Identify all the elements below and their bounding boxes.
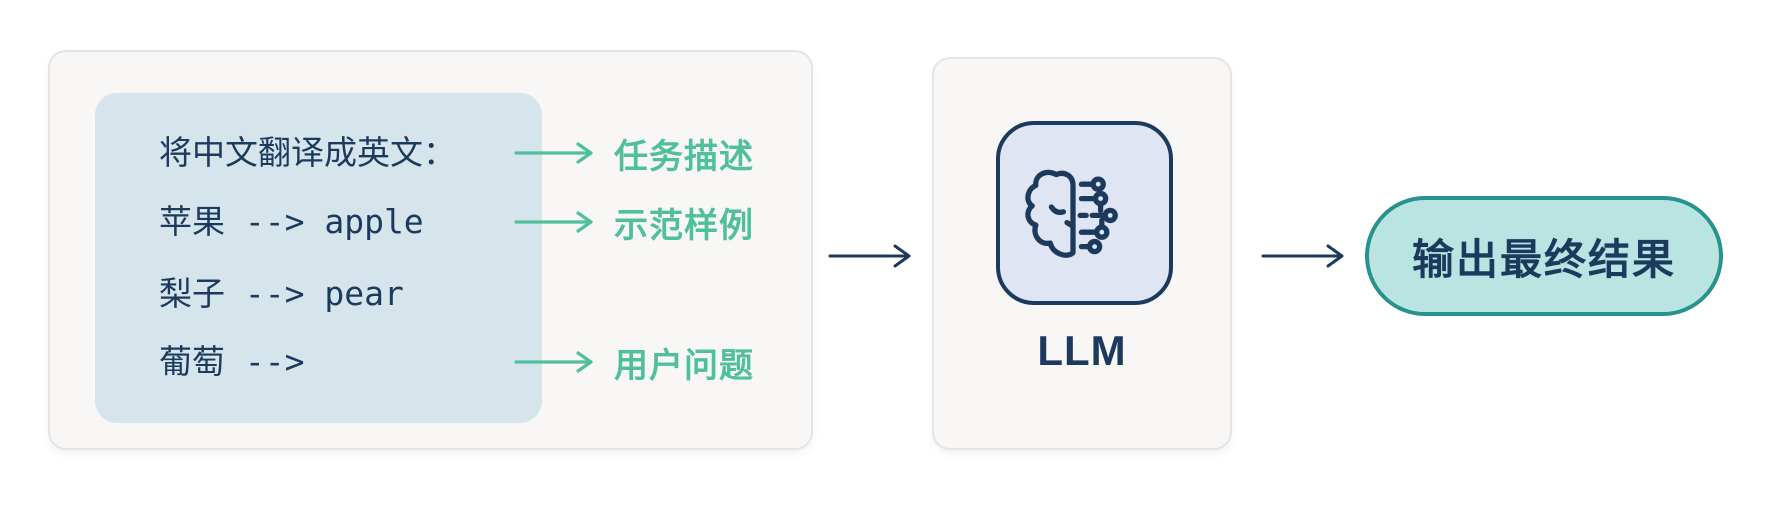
prompt-line-task: 将中文翻译成英文： <box>159 133 456 172</box>
llm-icon-box <box>996 121 1173 305</box>
annotation-label: 示范样例 <box>614 206 754 245</box>
llm-label: LLM <box>1037 327 1127 374</box>
brain-circuit-icon <box>1024 169 1118 258</box>
green-arrow-icon <box>514 142 593 164</box>
output-result-label: 输出最终结果 <box>1411 235 1676 283</box>
prompt-line-example-2: 梨子 --> pear <box>159 274 404 313</box>
flow-arrow-icon <box>828 244 911 268</box>
green-arrow-icon <box>514 351 593 373</box>
annotation-task-description: 任务描述 <box>514 131 754 176</box>
annotation-label: 任务描述 <box>614 137 754 176</box>
annotation-demo-examples: 示范样例 <box>514 200 754 245</box>
llm-card: LLM <box>932 57 1232 450</box>
prompt-text-box: 将中文翻译成英文： 苹果 --> apple 梨子 --> pear 葡萄 --… <box>95 93 542 423</box>
output-result-pill: 输出最终结果 <box>1365 196 1723 316</box>
prompt-card: 将中文翻译成英文： 苹果 --> apple 梨子 --> pear 葡萄 --… <box>48 50 813 450</box>
prompt-line-example-1: 苹果 --> apple <box>159 202 424 241</box>
prompt-line-user-question: 葡萄 --> <box>159 342 305 381</box>
flow-arrow-icon <box>1261 244 1344 268</box>
green-arrow-icon <box>514 211 593 233</box>
annotation-user-question: 用户问题 <box>514 340 754 385</box>
annotation-label: 用户问题 <box>614 346 754 385</box>
